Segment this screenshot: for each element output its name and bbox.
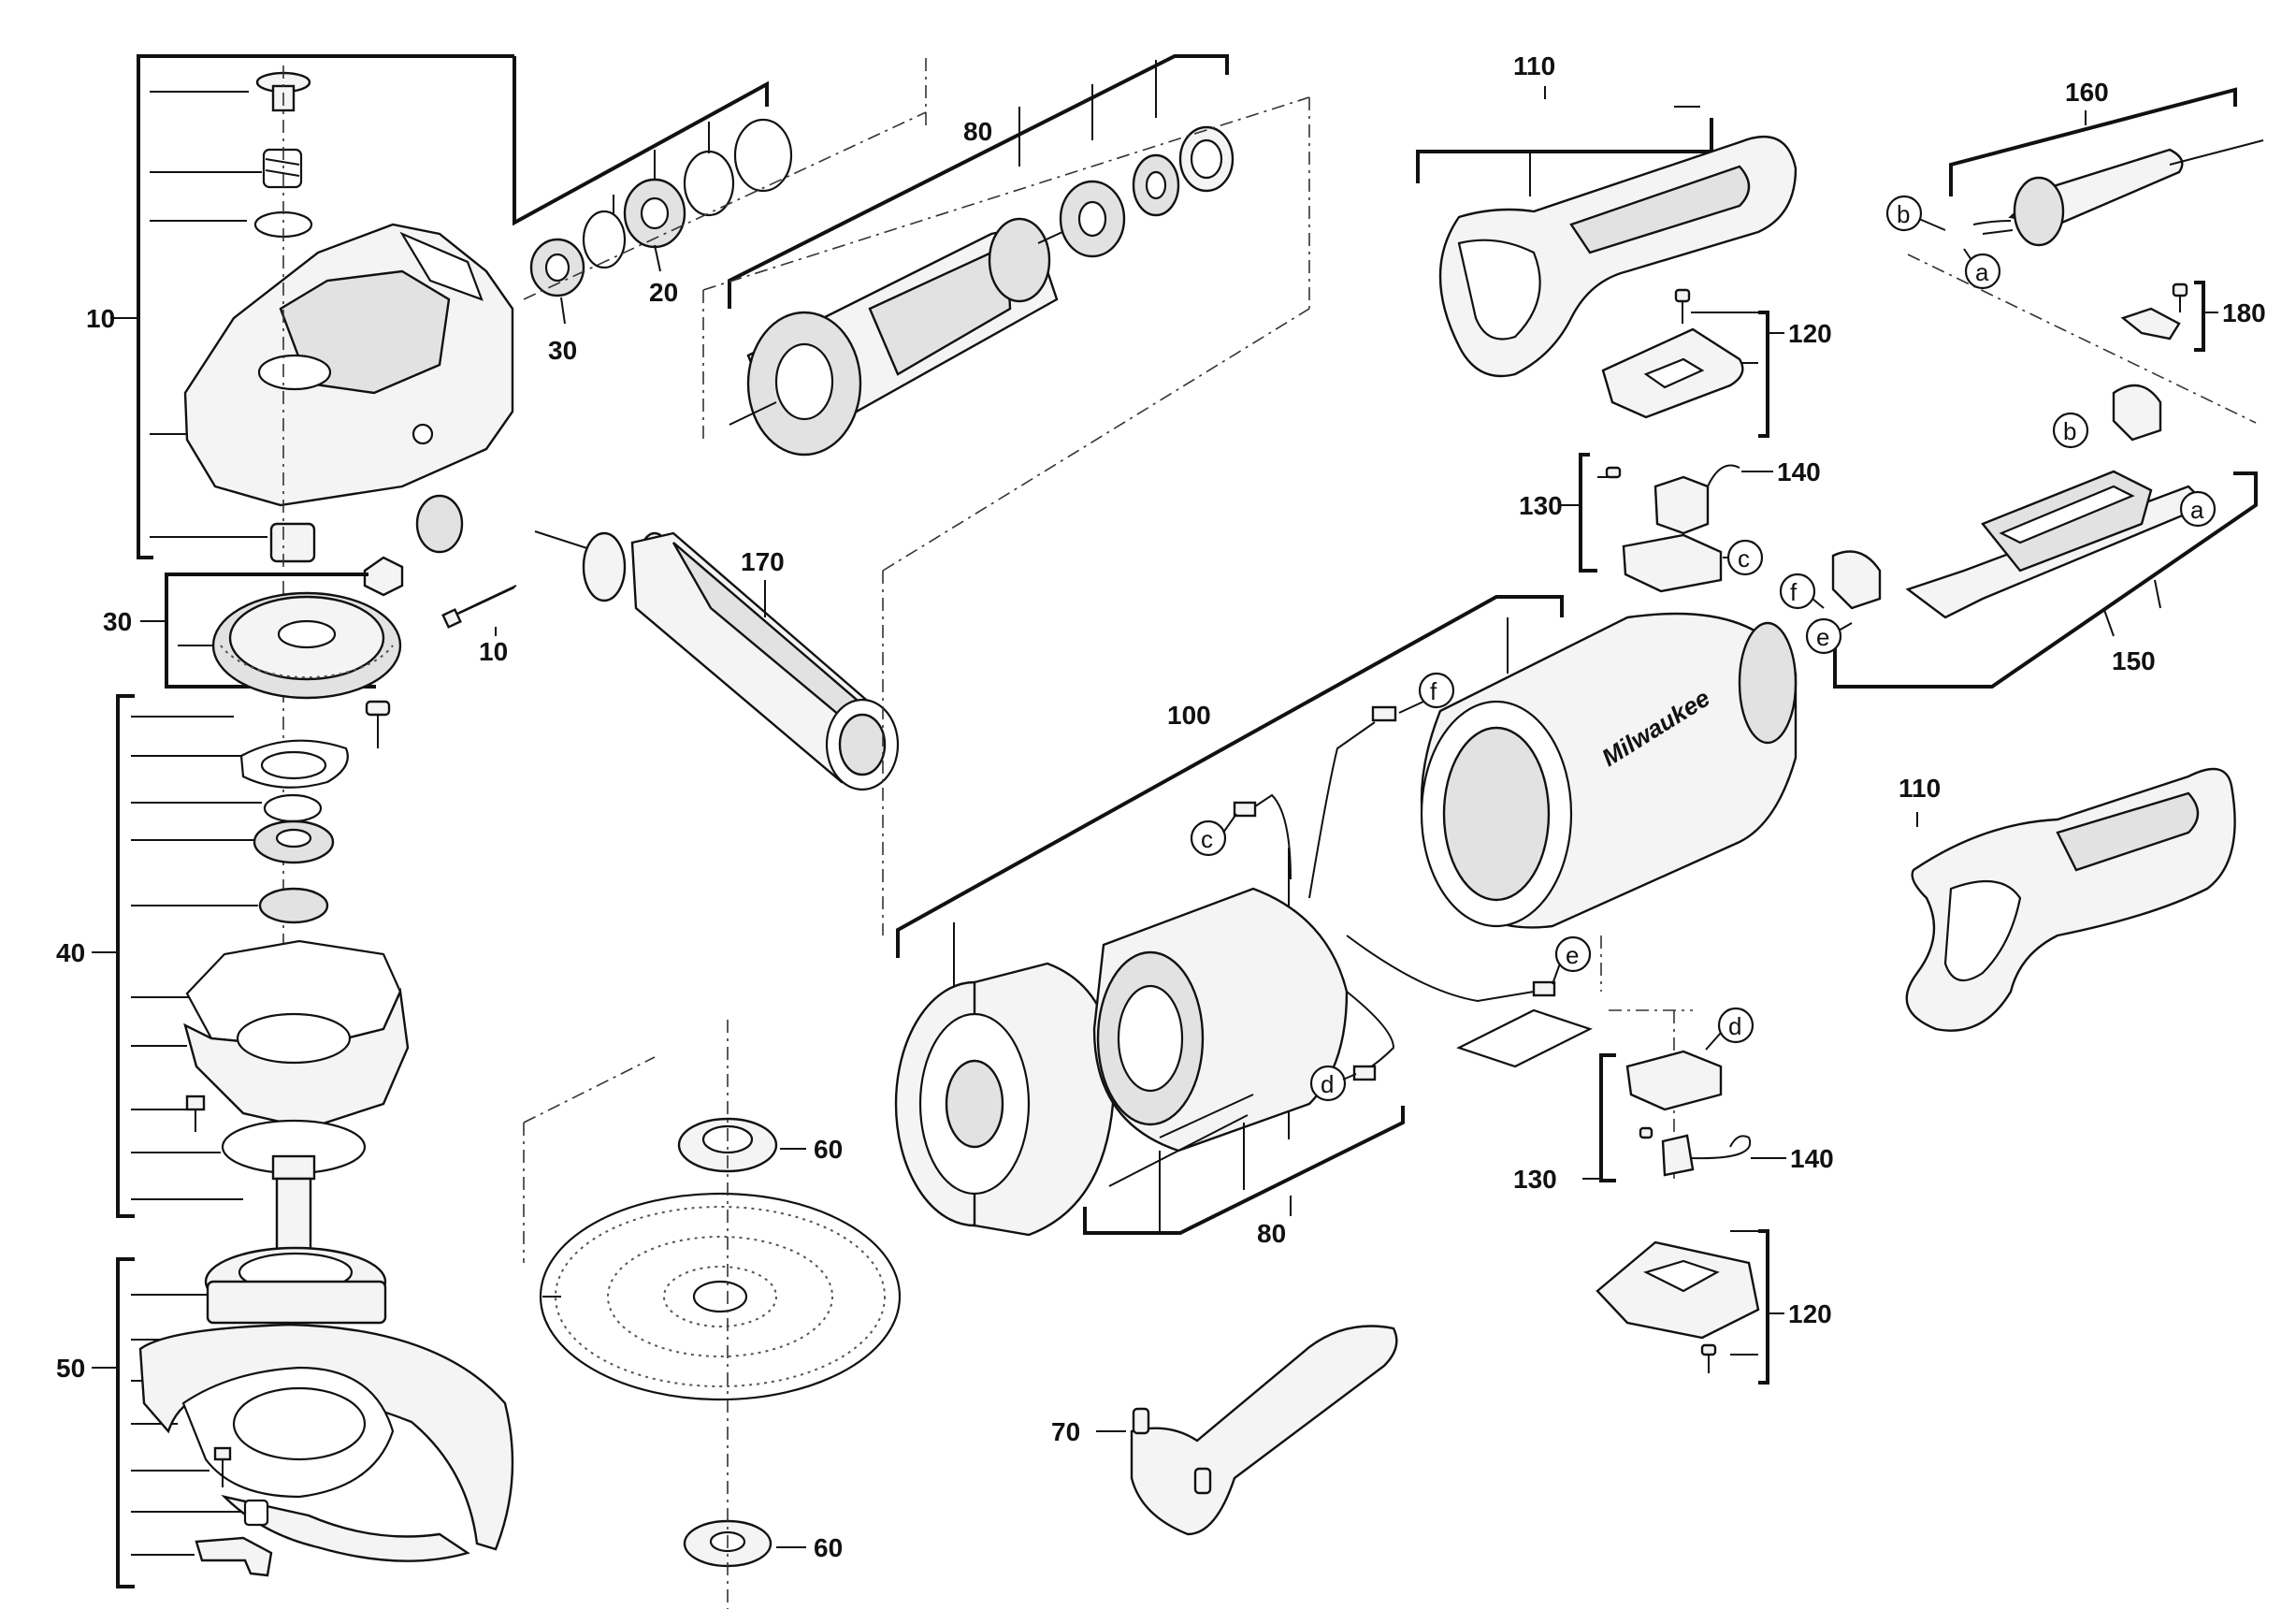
connector-f-label-2: f xyxy=(1790,578,1798,606)
connector-a-switch xyxy=(2179,490,2217,528)
group-60-wheel-and-flanges xyxy=(523,1020,902,1609)
connector-d-label-2: d xyxy=(1728,1012,1741,1040)
connector-e-switch xyxy=(1805,617,1853,655)
callout-30-nut: 30 xyxy=(548,336,577,365)
callout-140-top: 140 xyxy=(1777,457,1821,486)
connector-a-label-2: a xyxy=(2190,496,2204,524)
group-180-cord-clamp xyxy=(2120,281,2218,352)
group-30-bevel-gear xyxy=(140,573,402,700)
callout-80-armature: 80 xyxy=(963,117,992,146)
group-20-bearing-set xyxy=(523,58,927,325)
group-170-side-handle xyxy=(534,530,900,791)
callout-110-top: 110 xyxy=(1513,51,1555,80)
connector-a-label-1: a xyxy=(1975,258,1989,286)
connector-f-label-1: f xyxy=(1430,677,1437,705)
callout-130-bottom: 130 xyxy=(1513,1165,1557,1194)
callout-140-bottom: 140 xyxy=(1790,1144,1834,1173)
connector-b-cord xyxy=(1885,195,1946,232)
connector-d-center xyxy=(1309,1065,1357,1102)
group-130-brush-holder-bottom xyxy=(1582,1009,1786,1182)
connector-e-label-1: e xyxy=(1566,941,1579,969)
group-110-handle-half-top xyxy=(1416,106,1798,378)
group-80-armature xyxy=(702,54,1310,457)
connector-b-label-2: b xyxy=(2063,417,2076,445)
connector-d-label-1: d xyxy=(1321,1070,1334,1098)
callout-100: 100 xyxy=(1167,701,1211,730)
callout-110-bottom: 110 xyxy=(1899,774,1941,803)
connector-e-label-2: e xyxy=(1816,623,1829,651)
callout-20: 20 xyxy=(649,278,678,307)
connector-d-right xyxy=(1705,1007,1754,1051)
callout-50: 50 xyxy=(56,1354,85,1383)
connector-c-label-1: c xyxy=(1201,825,1213,853)
callout-160: 160 xyxy=(2065,78,2109,107)
callout-180: 180 xyxy=(2222,298,2266,327)
callout-120-top: 120 xyxy=(1788,319,1832,348)
group-120-cover-top xyxy=(1601,288,1784,438)
connector-b-switch xyxy=(2052,412,2089,449)
group-40-bearing-flange xyxy=(92,694,410,1291)
group-80-field-screws xyxy=(1083,1106,1405,1235)
group-50-wheel-guard xyxy=(92,1246,514,1588)
callout-170: 170 xyxy=(741,547,785,576)
group-120-cover-bottom xyxy=(1596,1229,1784,1385)
callout-30-gear: 30 xyxy=(103,607,132,636)
connector-c-label-2: c xyxy=(1738,544,1750,573)
connector-e-center xyxy=(1552,935,1592,985)
group-110-handle-half-bottom xyxy=(1905,767,2236,1032)
connector-f-switch xyxy=(1779,573,1825,610)
callout-10-top: 10 xyxy=(86,304,115,333)
group-130-brush-holder-top xyxy=(1560,453,1773,593)
callout-40: 40 xyxy=(56,938,85,967)
callout-70: 70 xyxy=(1051,1417,1080,1446)
callout-150: 150 xyxy=(2112,646,2156,675)
group-70-spanner xyxy=(1096,1325,1398,1536)
connector-b-label-1: b xyxy=(1897,200,1910,228)
connector-a-cord xyxy=(1963,248,2001,290)
group-160-power-cord xyxy=(1949,87,2264,247)
connector-c-center xyxy=(1190,813,1237,857)
callout-120-bottom: 120 xyxy=(1788,1299,1832,1328)
group-10-gear-housing xyxy=(110,54,769,954)
callout-60-bottom: 60 xyxy=(814,1533,843,1562)
connector-c-right xyxy=(1726,539,1764,576)
callout-130-top: 130 xyxy=(1519,491,1563,520)
group-150-switch-assembly xyxy=(1831,384,2258,689)
callout-60-top: 60 xyxy=(814,1135,843,1164)
group-100-field-and-housing: Milwaukee xyxy=(894,595,1798,1237)
callout-80-bottom: 80 xyxy=(1257,1219,1286,1248)
connector-f-center xyxy=(1398,672,1455,714)
callout-10-screw: 10 xyxy=(479,637,508,666)
